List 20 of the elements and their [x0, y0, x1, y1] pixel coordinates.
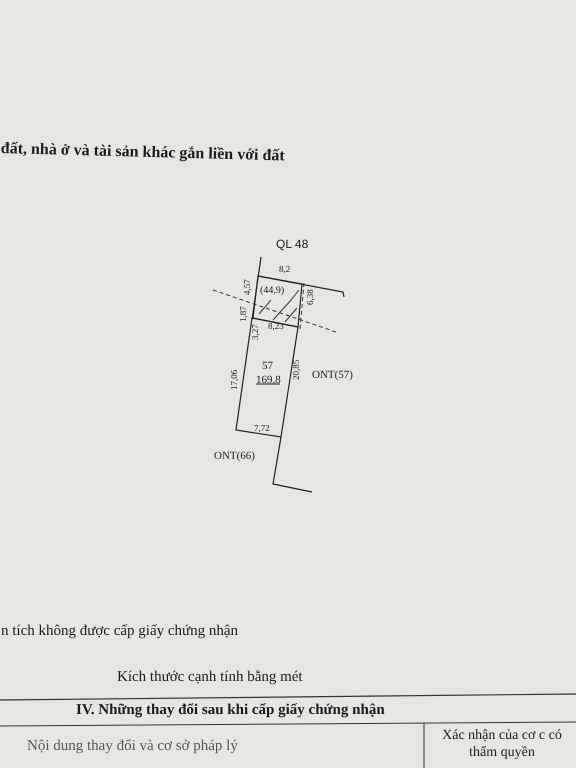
dimension-label: 8,23: [268, 322, 284, 331]
dimension-label: 4,57: [243, 279, 252, 295]
area-label: (44,9): [260, 286, 284, 296]
dimension-label: 20,85: [292, 360, 301, 380]
dimension-label: 1,87: [239, 306, 248, 322]
heading-text: đất, nhà ở và tài sản khác gắn liền với đất: [0, 141, 285, 164]
table-header-text: Xác nhận của cơ c có thẩm quyền: [441, 727, 563, 761]
neighbor-parcel-label: ONT(57): [312, 370, 353, 381]
dimension-label: 6,38: [306, 289, 315, 305]
table-header-text: Nội dung thay đổi và cơ sở pháp lý: [27, 739, 238, 754]
dimension-label: 17,06: [230, 370, 239, 390]
dimension-label: 7,72: [254, 424, 270, 433]
parcel-area: 169,8: [256, 375, 281, 386]
dimension-label: 3,27: [251, 324, 260, 340]
section-heading: IV. Những thay đổi sau khi cấp giấy chứng nhận: [76, 703, 385, 718]
text-line: n tích không được cấp giấy chứng nhận: [1, 624, 238, 639]
neighbor-parcel-label: ONT(66): [214, 451, 255, 462]
road-label: QL 48: [276, 238, 308, 250]
note-text: Kích thước cạnh tính bằng mét: [117, 670, 303, 685]
parcel-number: 57: [262, 361, 273, 372]
